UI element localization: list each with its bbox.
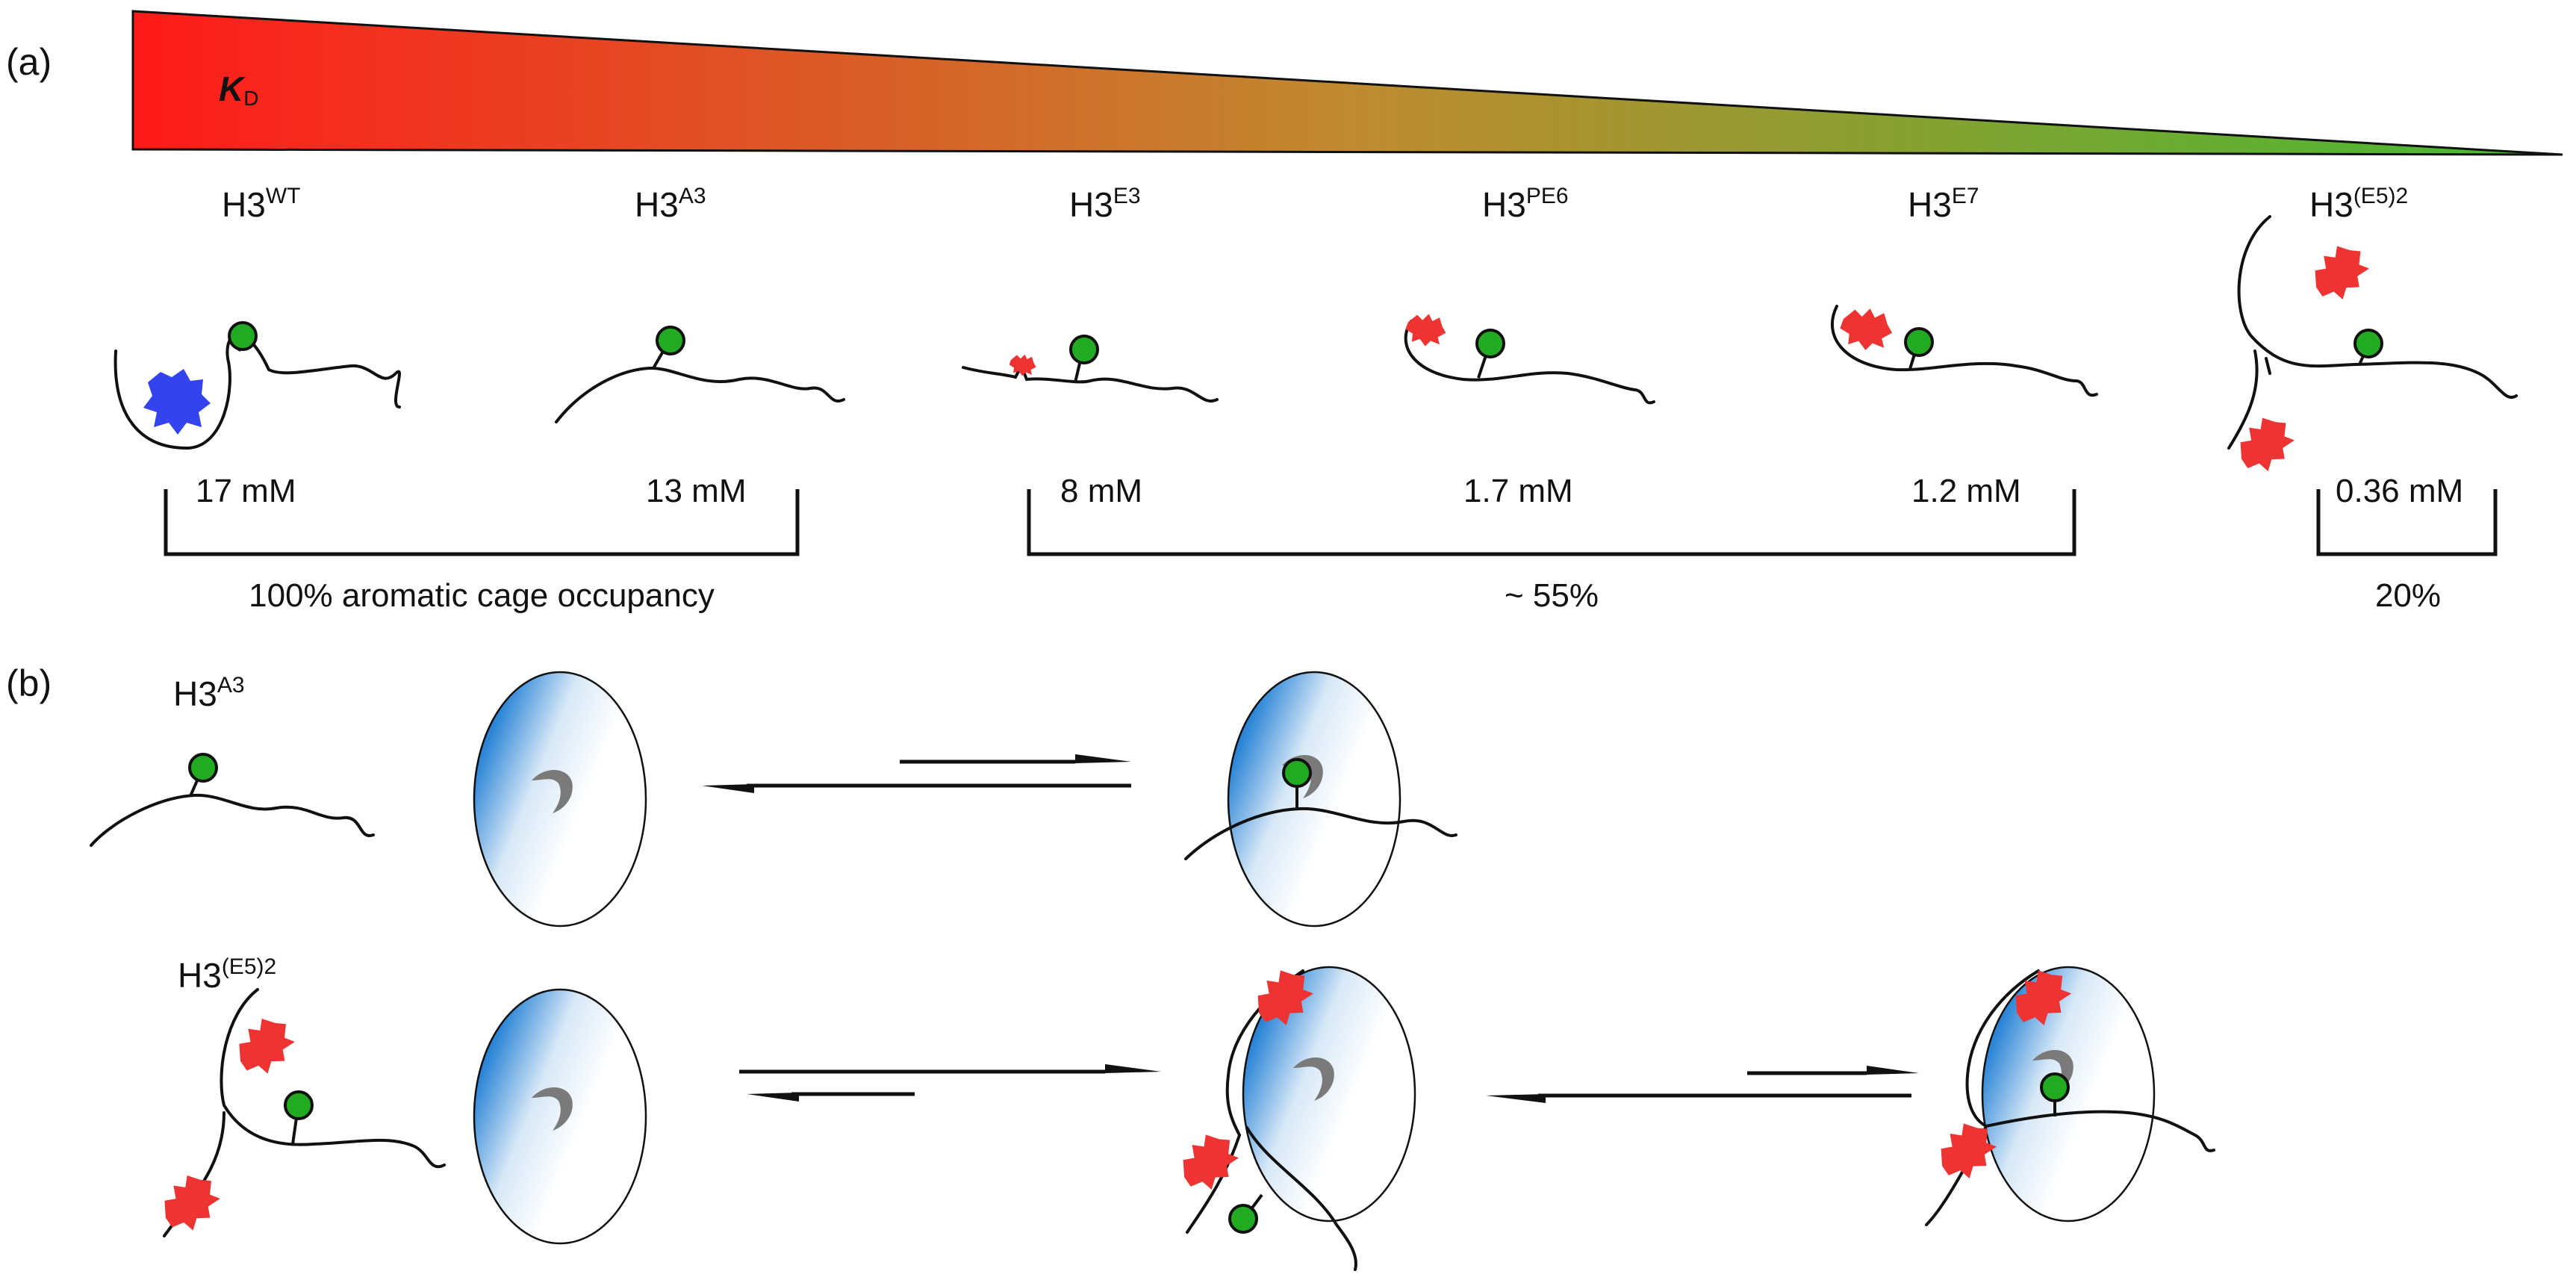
acidic-patch: [1172, 1123, 1247, 1202]
label-h3-e7: H3E7: [1908, 184, 1979, 224]
row2-encounter-complex: [1172, 959, 1416, 1271]
peptide-h3-a3: [555, 326, 845, 423]
row1-free-protein: [473, 671, 647, 928]
row2-equilibrium-arrows-1: [739, 1064, 1161, 1102]
kd-symbol: KD: [219, 69, 258, 110]
label-h3-e3: H3E3: [1069, 184, 1141, 224]
row1-free-peptide: [90, 753, 375, 847]
aromatic-contact-blob: [143, 369, 211, 435]
acidic-patch: [228, 1007, 303, 1086]
occupancy-group-3: 20%: [2375, 577, 2441, 614]
acidic-patch: [153, 1164, 228, 1243]
label-b-h3-a3: H3A3: [173, 673, 245, 713]
occupancy-group-2: ~ 55%: [1505, 577, 1599, 614]
kd-h3-e7: 1.2 mM: [1911, 473, 2021, 509]
kd-h3-wt: 17 mM: [196, 473, 296, 509]
peptide-h3-e7: [1831, 305, 2098, 397]
peptide-h3-e3: [962, 335, 1219, 403]
panel-b-label: (b): [6, 662, 52, 704]
bracket-group-1: [164, 489, 800, 556]
label-h3-pe6: H3PE6: [1482, 184, 1569, 224]
kd-h3-pe6: 1.7 mM: [1463, 473, 1573, 509]
occupancy-group-1: 100% aromatic cage occupancy: [249, 577, 715, 614]
acidic-patch: [1840, 308, 1893, 350]
row2-equilibrium-arrows-2: [1486, 1066, 1919, 1103]
bracket-group-2: [1027, 489, 2076, 556]
label-h3-e5-2: H3(E5)2: [2309, 184, 2408, 224]
row2-bound-complex: [1925, 959, 2215, 1226]
panel-a-label: (a): [6, 41, 52, 83]
label-h3-a3: H3A3: [635, 184, 706, 224]
kd-h3-e5-2: 0.36 mM: [2336, 473, 2463, 509]
acidic-patch: [1009, 354, 1036, 376]
peptide-h3-wt: [113, 321, 401, 450]
label-h3-wt: H3WT: [222, 184, 300, 224]
peptide-h3-e5-2: [2227, 215, 2518, 483]
row2-free-protein: [473, 988, 647, 1245]
row2-free-peptide: [153, 988, 446, 1243]
peptide-h3-pe6: [1404, 314, 1655, 405]
kd-h3-a3: 13 mM: [646, 473, 746, 509]
row1-equilibrium-arrows: [702, 754, 1131, 793]
kd-gradient-wedge: [131, 10, 2563, 156]
acidic-patch: [2304, 235, 2377, 311]
acidic-patch: [1405, 314, 1446, 347]
acidic-patch: [2230, 407, 2302, 483]
label-b-h3-e5-2: H3(E5)2: [178, 954, 276, 995]
row1-bound-complex: [1184, 671, 1457, 928]
kd-h3-e3: 8 mM: [1060, 473, 1142, 509]
bracket-group-3: [2316, 489, 2498, 556]
